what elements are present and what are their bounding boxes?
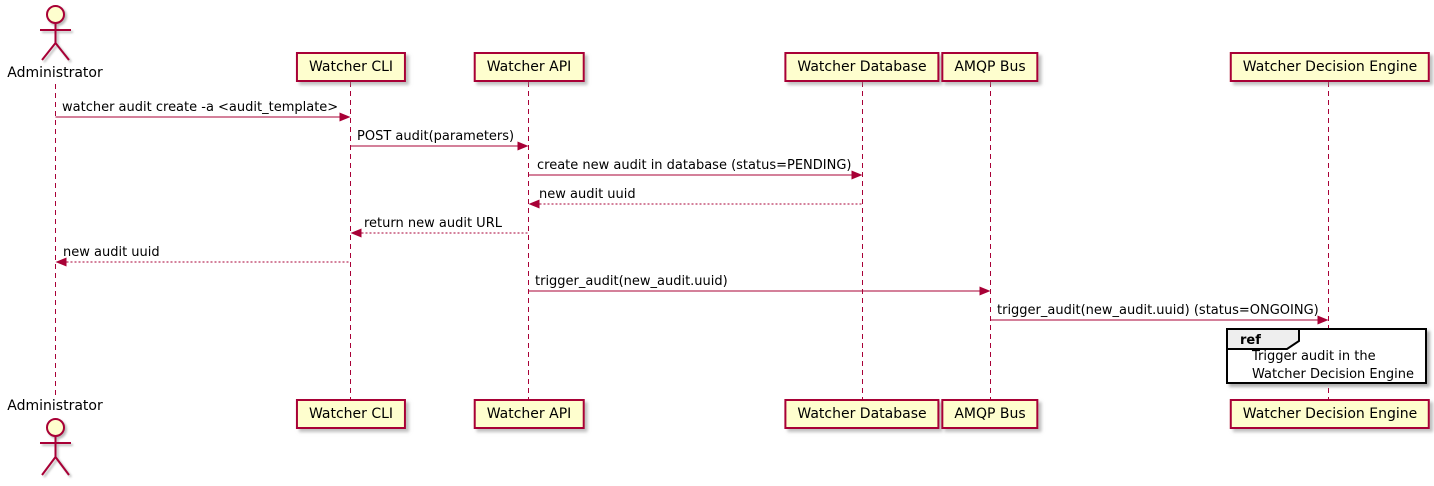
participant-bottom-administrator: Administrator bbox=[7, 398, 103, 414]
participant-top-watcher-cli: Watcher CLI bbox=[295, 52, 407, 82]
ref-fragment: ref Trigger audit in the Watcher Decisio… bbox=[1226, 328, 1427, 384]
message-label-7: trigger_audit(new_audit.uuid) bbox=[535, 274, 728, 289]
participant-label: Watcher CLI bbox=[308, 59, 394, 75]
participant-label: Watcher Database bbox=[797, 59, 927, 75]
ref-text-line: Watcher Decision Engine bbox=[1252, 367, 1414, 382]
message-arrow-8 bbox=[990, 315, 1329, 325]
participant-bottom-amqp-bus: AMQP Bus bbox=[941, 399, 1039, 429]
participant-bottom-watcher-database: Watcher Database bbox=[784, 399, 940, 429]
participant-bottom-watcher-api: Watcher API bbox=[473, 399, 585, 429]
actor-icon bbox=[40, 418, 71, 476]
message-arrow-1 bbox=[55, 112, 351, 122]
participant-label: Watcher CLI bbox=[308, 406, 394, 422]
lifelines bbox=[55, 82, 1329, 399]
participant-label: Watcher API bbox=[486, 59, 572, 75]
message-label-6: new audit uuid bbox=[63, 245, 160, 260]
participant-label: Watcher API bbox=[486, 406, 572, 422]
participant-top-watcher-decision-engine: Watcher Decision Engine bbox=[1229, 52, 1431, 82]
participant-top-watcher-database: Watcher Database bbox=[784, 52, 940, 82]
participant-top-administrator: Administrator bbox=[7, 65, 103, 81]
message-arrow-6 bbox=[55, 257, 351, 267]
participant-label: AMQP Bus bbox=[954, 406, 1026, 422]
participant-bottom-watcher-decision-engine: Watcher Decision Engine bbox=[1229, 399, 1431, 429]
message-arrow-5 bbox=[350, 228, 529, 238]
message-label-1: watcher audit create -a <audit_template> bbox=[62, 100, 339, 115]
participant-label: Watcher Decision Engine bbox=[1242, 59, 1418, 75]
ref-keyword: ref bbox=[1240, 333, 1261, 348]
participant-label: AMQP Bus bbox=[954, 59, 1026, 75]
participant-label: Watcher Database bbox=[797, 406, 927, 422]
participant-label: Watcher Decision Engine bbox=[1242, 406, 1418, 422]
message-arrow-2 bbox=[350, 141, 529, 151]
participant-top-amqp-bus: AMQP Bus bbox=[941, 52, 1039, 82]
ref-text-line: Trigger audit in the bbox=[1252, 349, 1376, 364]
message-arrow-4 bbox=[528, 199, 863, 209]
message-arrow-3 bbox=[528, 170, 863, 180]
ref-text: Trigger audit in the Watcher Decision En… bbox=[1252, 348, 1414, 384]
message-label-8: trigger_audit(new_audit.uuid) (status=ON… bbox=[997, 303, 1319, 318]
message-label-3: create new audit in database (status=PEN… bbox=[537, 158, 852, 173]
message-label-4: new audit uuid bbox=[539, 187, 636, 202]
participant-bottom-watcher-cli: Watcher CLI bbox=[295, 399, 407, 429]
message-arrows bbox=[55, 112, 1329, 325]
message-arrow-7 bbox=[528, 286, 991, 296]
message-label-2: POST audit(parameters) bbox=[357, 129, 515, 144]
message-label-5: return new audit URL bbox=[364, 216, 502, 231]
participant-top-watcher-api: Watcher API bbox=[473, 52, 585, 82]
ref-tab: ref bbox=[1226, 328, 1300, 350]
actor-icon bbox=[40, 5, 71, 61]
